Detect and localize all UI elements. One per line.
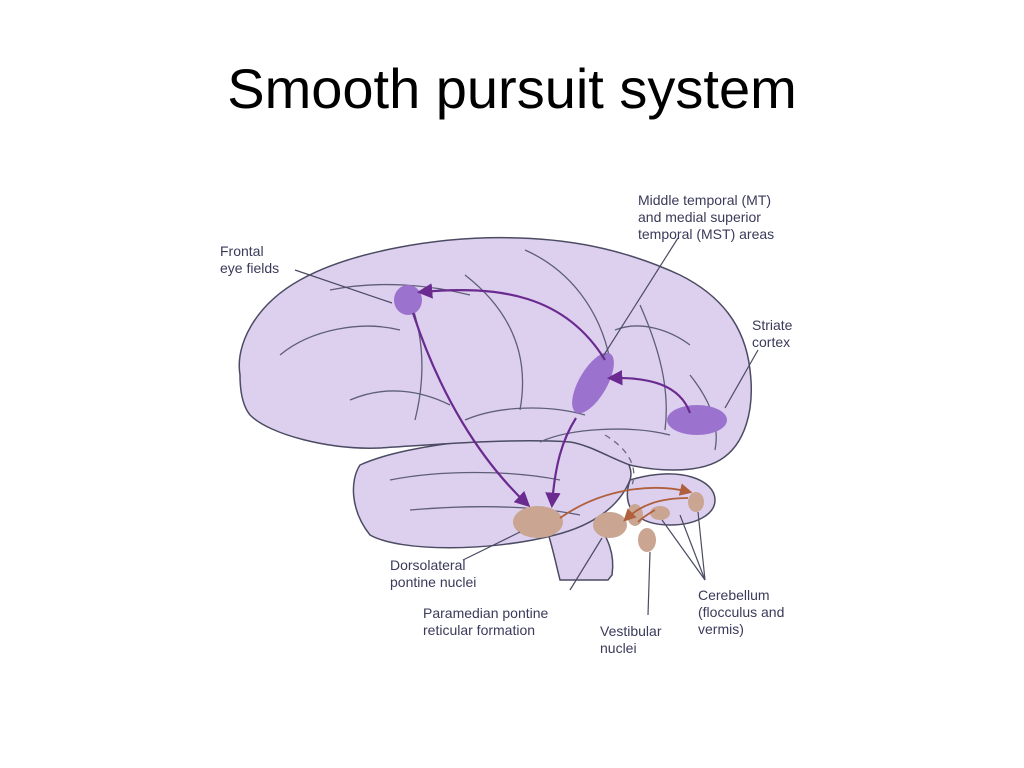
slide-title: Smooth pursuit system (227, 57, 797, 120)
cerebral-hemisphere (238, 236, 752, 471)
frontal-eye-fields-area (394, 285, 422, 315)
label-frontal-eye-fields: Frontal eye fields (220, 243, 279, 277)
label-line: eye fields (220, 260, 280, 276)
label-vestibular-nuclei: Vestibular nuclei (600, 623, 661, 657)
cerebellar-nucleus-vermis (688, 492, 704, 512)
label-line: temporal (MST) areas (638, 226, 775, 242)
label-line: (flocculus and (698, 604, 785, 620)
label-line: vermis) (698, 621, 744, 637)
paramedian-pontine-reticular-formation (593, 512, 627, 538)
label-line: Striate (752, 317, 793, 333)
label-cerebellum: Cerebellum (flocculus and vermis) (698, 587, 784, 638)
pathway-striate-to-mt (606, 369, 692, 414)
pathway-mt-to-dlpn (545, 417, 577, 509)
label-line: Middle temporal (MT) (638, 192, 772, 208)
label-line: Dorsolateral (390, 557, 466, 573)
dorsolateral-pontine-nuclei (513, 506, 563, 538)
leader-lines (294, 237, 759, 616)
brainstem-pathways (559, 483, 693, 523)
label-striate-cortex: Striate cortex (752, 317, 792, 351)
pathway-flocculus-to-vestibular (637, 509, 656, 523)
dashed-pathway (604, 434, 635, 491)
label-line: reticular formation (423, 622, 536, 638)
label-mt-mst: Middle temporal (MT) and medial superior… (638, 192, 774, 243)
cerebellar-nucleus-flocculus (650, 506, 670, 520)
pathway-fef-to-dlpn (411, 312, 531, 508)
label-line: cortex (752, 334, 791, 350)
label-line: Cerebellum (698, 587, 770, 603)
label-dorsolateral-pontine-nuclei: Dorsolateral pontine nuclei (390, 557, 476, 591)
label-line: pontine nuclei (390, 574, 477, 590)
label-line: and medial superior (638, 209, 761, 225)
vestibular-nucleus-2 (638, 528, 656, 552)
brain-diagram: Frontal eye fields Middle temporal (MT) … (210, 180, 820, 680)
pathway-cerebellum-to-ppr (623, 497, 689, 522)
cortical-pathways (411, 283, 692, 509)
label-line: Vestibular (600, 623, 662, 639)
label-paramedian-pontine: Paramedian pontine reticular formation (423, 605, 548, 639)
pathway-dlpn-to-cerebellum (559, 483, 693, 519)
striate-cortex-area (667, 405, 727, 435)
brain-illustration (238, 236, 759, 616)
label-line: Paramedian pontine (423, 605, 549, 621)
label-line: nuclei (600, 640, 637, 656)
mt-mst-area (572, 352, 614, 414)
pathway-mt-to-fef (416, 283, 606, 361)
label-line: Frontal (220, 243, 264, 259)
